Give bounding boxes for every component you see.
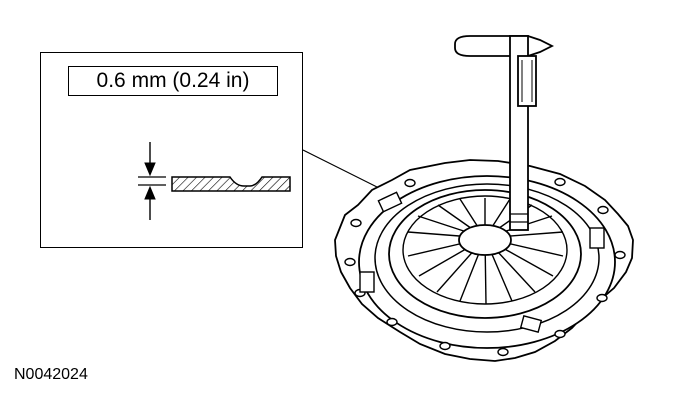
caliper-head [454,35,555,57]
caliper-slider [517,55,537,107]
hatched-section [171,176,291,192]
pressure-plate [334,159,634,362]
vernier-caliper [454,35,555,231]
measurement-label: 0.6 mm (0.24 in) [68,66,278,96]
center-hole [458,224,512,256]
finger-cross-section [138,142,291,220]
figure-id: N0042024 [14,366,88,383]
arrow-up-head [144,185,156,200]
cover-bosses [359,191,605,333]
arrow-down-head [144,162,156,177]
detail-inset-box [40,52,303,248]
mounting-holes [344,177,626,357]
